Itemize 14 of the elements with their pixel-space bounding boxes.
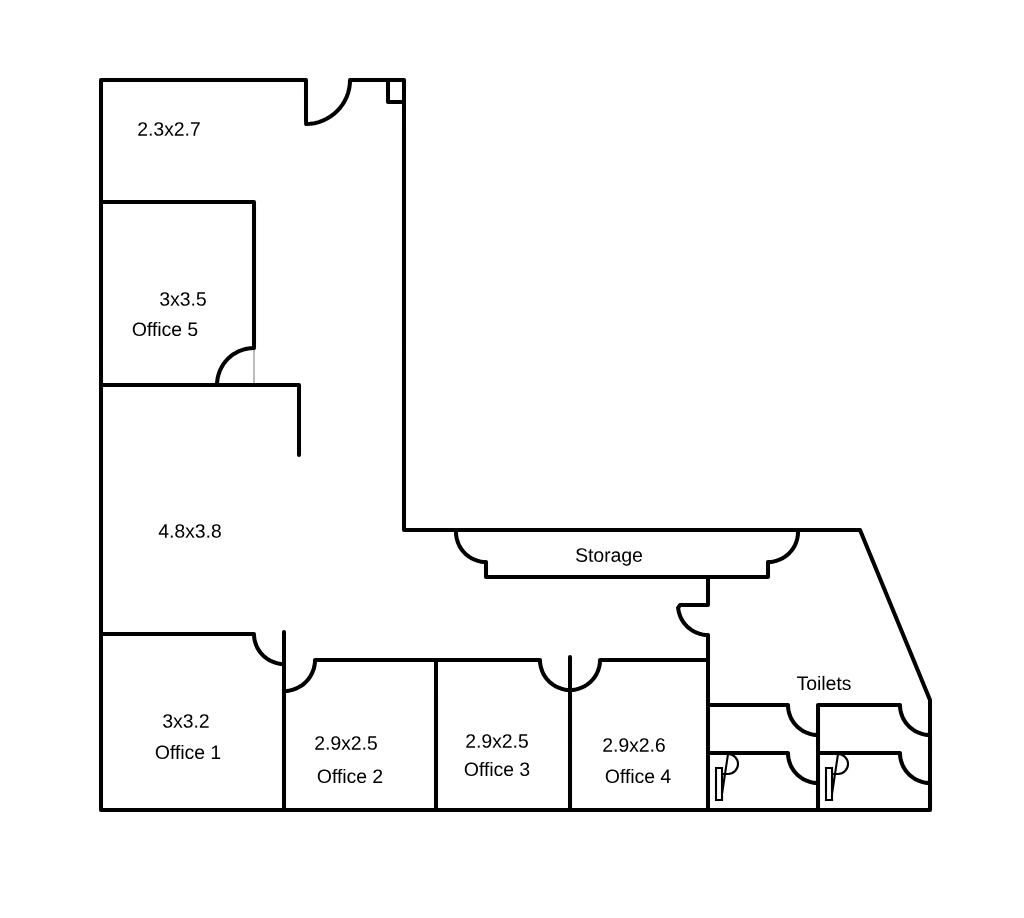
room-size: 2.9x2.5 (315, 736, 377, 750)
room-name: Toilets (797, 675, 851, 691)
room-size: 3x3.5 (160, 292, 206, 306)
room-name: Office 5 (132, 321, 198, 337)
room-size: 2.3x2.7 (138, 122, 200, 136)
room-name: Office 1 (155, 744, 221, 760)
room-size: 2.9x2.5 (466, 734, 528, 748)
room-size: 3x3.2 (163, 714, 209, 728)
room-name: Office 3 (464, 761, 530, 777)
room-size: 2.9x2.6 (603, 738, 665, 752)
room-size: 4.8x3.8 (158, 524, 221, 538)
room-name: Storage (576, 548, 642, 566)
room-name: Office 2 (317, 768, 383, 784)
room-name: Office 4 (605, 768, 671, 784)
